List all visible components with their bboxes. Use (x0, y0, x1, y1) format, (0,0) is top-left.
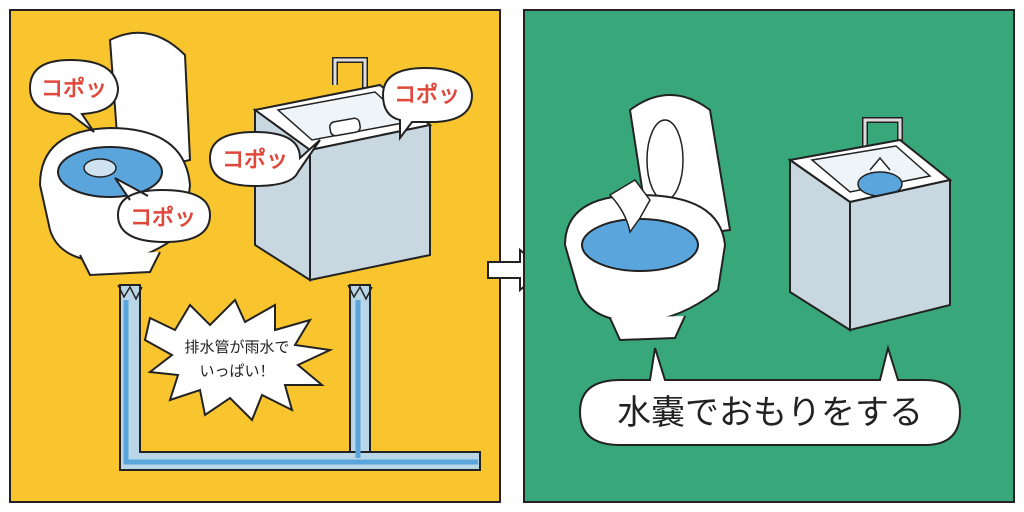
sink-with-water-bag-icon (787, 117, 953, 332)
sound-bubble-4: コポッ (114, 177, 212, 244)
toilet-with-water-bag-icon (563, 94, 732, 342)
sound-bubble-3: コポッ (208, 130, 321, 188)
burst-text-line2: いっぱい！ (199, 362, 274, 380)
sound-text: コポッ (41, 76, 107, 102)
caption-bubble: 水嚢でおもりをする (578, 344, 962, 446)
right-panel: 水嚢でおもりをする (523, 9, 1015, 503)
sound-bubble-2: コポッ (381, 66, 474, 141)
sound-bubble-1: コポッ (28, 58, 120, 133)
burst-bubble: 排水管が雨水で いっぱい！ (143, 298, 334, 422)
sound-text: コポッ (130, 205, 196, 231)
drain-pipe (117, 284, 481, 471)
caption-text: 水嚢でおもりをする (617, 393, 923, 433)
left-panel: コポッ コポッ コポッ コポッ 排水管が雨水で いっぱい！ (9, 9, 501, 503)
sound-text: コポッ (222, 147, 288, 173)
burst-text-line1: 排水管が雨水で (184, 338, 289, 356)
sound-text: コポッ (394, 82, 460, 108)
